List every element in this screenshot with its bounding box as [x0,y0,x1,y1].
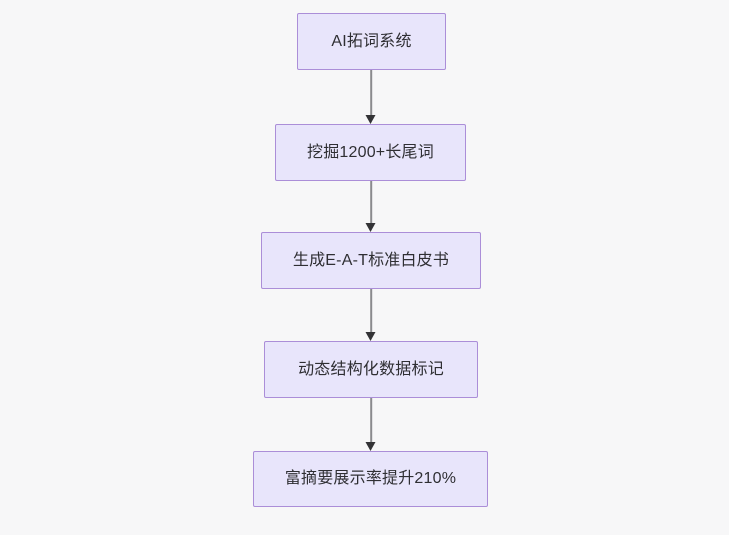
edge-line [370,70,372,115]
arrowhead-icon [365,332,376,341]
arrowhead-icon [365,442,376,451]
flow-node-mine-longtail-keywords[interactable]: 挖掘1200+长尾词 [275,124,466,181]
flow-node-label: 生成E-A-T标准白皮书 [292,251,450,269]
edge-line [370,181,372,223]
flow-node-label: AI拓词系统 [331,32,412,50]
flow-node-dynamic-structured-data-markup[interactable]: 动态结构化数据标记 [264,341,478,398]
flow-node-generate-eat-whitepaper[interactable]: 生成E-A-T标准白皮书 [261,232,481,289]
arrowhead-icon [365,223,376,232]
flow-node-label: 动态结构化数据标记 [298,360,444,378]
flow-node-rich-snippet-impression-lift[interactable]: 富摘要展示率提升210% [253,451,488,507]
arrowhead-icon [365,115,376,124]
flow-node-label: 富摘要展示率提升210% [284,470,457,487]
flow-node-label: 挖掘1200+长尾词 [307,143,434,161]
flow-node-ai-keyword-system[interactable]: AI拓词系统 [297,13,446,70]
edge-line [370,289,372,332]
edge-line [370,398,372,442]
